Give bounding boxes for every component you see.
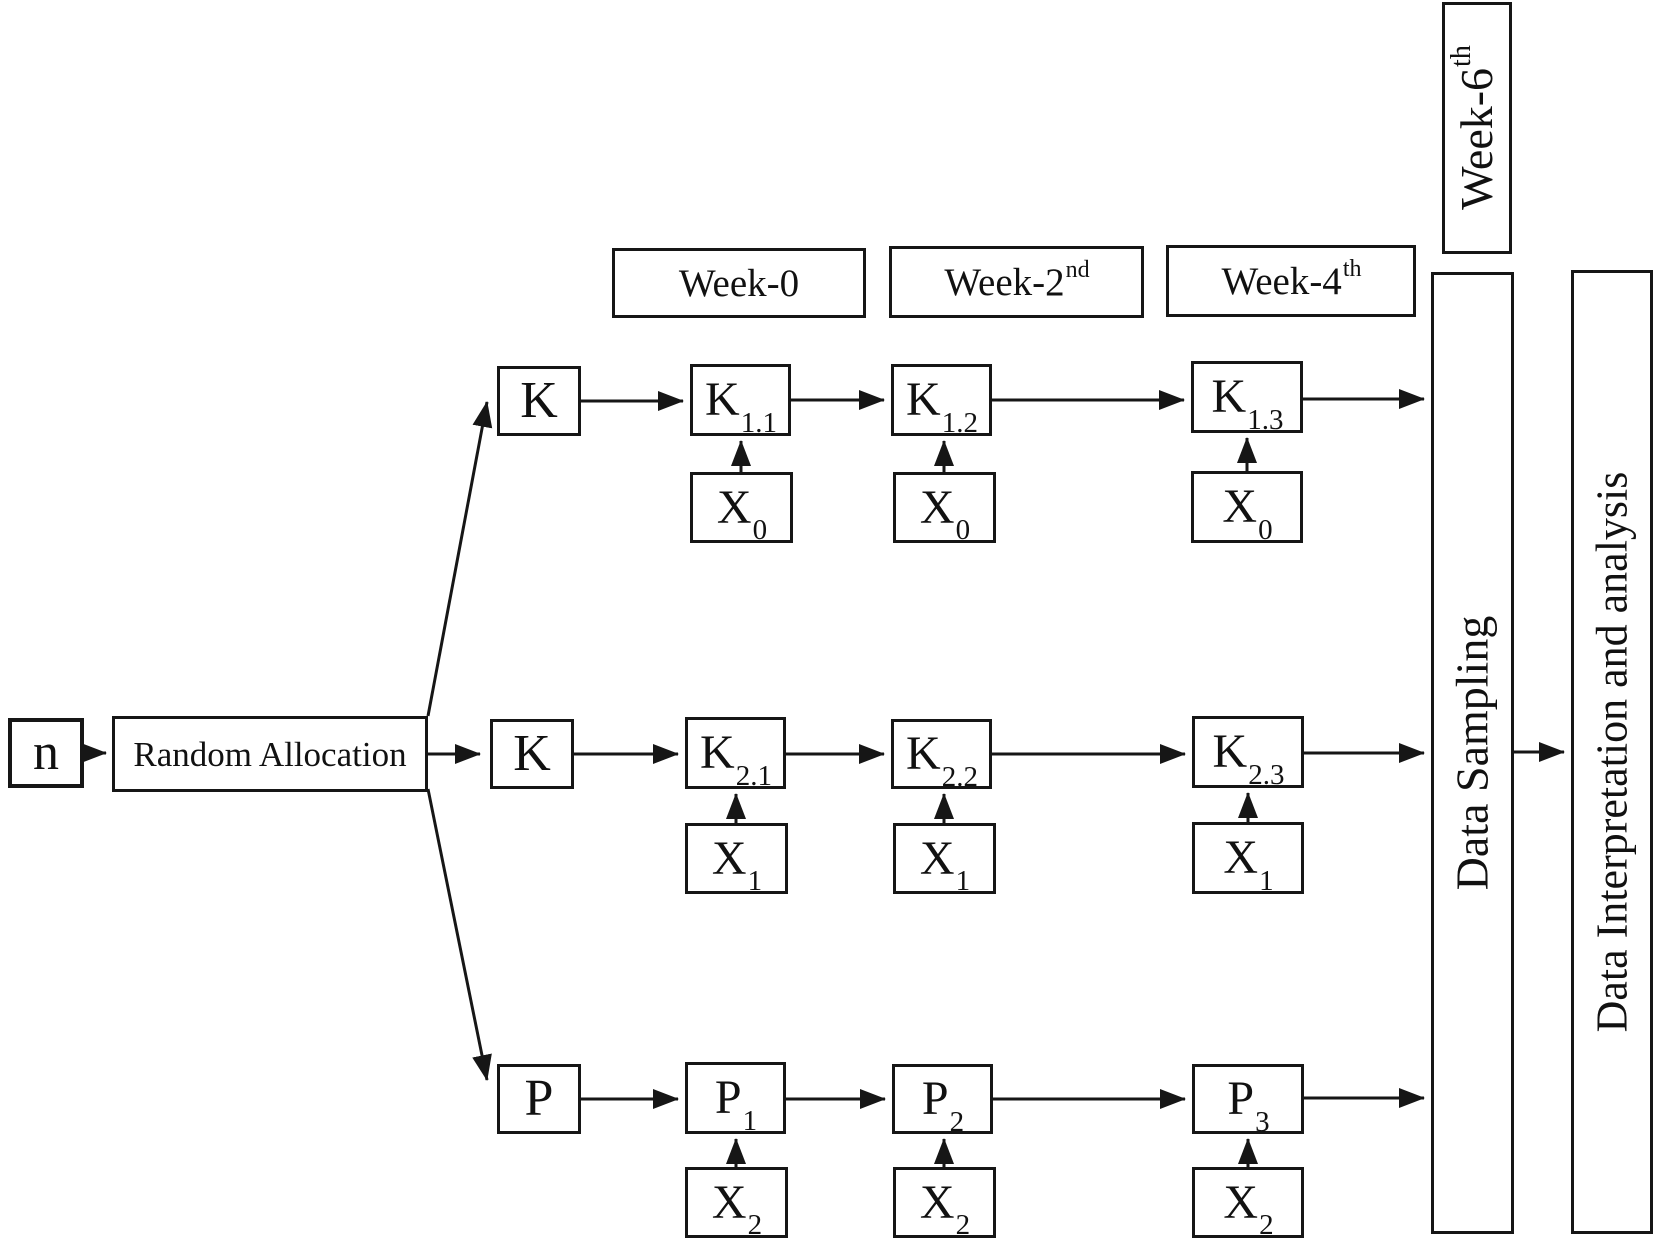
cell-k21: K2.1 (685, 717, 786, 792)
cell-k22: K2.2 (891, 719, 992, 793)
cell-x1-week0-label: X1 (711, 831, 763, 898)
cell-x0-week0-label: X0 (716, 480, 768, 547)
cell-k11-label: K1.1 (705, 373, 777, 439)
cell-p1-label: P1 (714, 1071, 758, 1137)
node-sample-n: n (8, 718, 84, 788)
cell-x1-week4-label: X1 (1223, 831, 1274, 897)
cell-k21-label: K2.1 (700, 726, 772, 792)
cell-x2-week0: X2 (685, 1167, 788, 1242)
cell-x1-week0: X1 (685, 823, 788, 898)
node-group-k1: K (497, 366, 581, 436)
arrow-branch-up-to-k1 (426, 401, 493, 717)
cell-x0-week0: X0 (690, 472, 793, 547)
cell-x2-week4-label: X2 (1223, 1175, 1274, 1242)
arrow-branch-down-to-p (426, 788, 492, 1081)
node-group-k1-label: K (520, 372, 558, 429)
cell-p3-label: P3 (1227, 1072, 1270, 1138)
cell-p3: P3 (1192, 1064, 1304, 1138)
header-week-2: Week-2nd (889, 246, 1144, 318)
header-week-6-label: Week-6th (1445, 45, 1503, 210)
cell-x0-week4-label: X0 (1222, 480, 1273, 546)
header-week-4-label: Week-4th (1221, 255, 1362, 303)
cell-x1-week2-label: X1 (919, 831, 971, 898)
header-week-4: Week-4th (1166, 245, 1416, 317)
node-random-allocation: Random Allocation (112, 716, 428, 792)
node-group-k2: K (490, 719, 574, 789)
cell-x2-week4: X2 (1192, 1167, 1304, 1242)
panel-data-interpretation-label: Data Interpretation and analysis (1587, 471, 1637, 1033)
node-sample-n-label: n (33, 724, 59, 781)
header-week-6: Week-6th (1442, 2, 1512, 254)
panel-data-sampling: Data Sampling (1431, 272, 1514, 1234)
cell-x0-week2-label: X0 (919, 480, 971, 547)
cell-k13-label: K1.3 (1211, 370, 1284, 436)
random-allocation-label: Random Allocation (133, 734, 407, 774)
header-week-4-ordinal: th (1342, 255, 1362, 282)
cell-x2-week0-label: X2 (711, 1175, 763, 1242)
node-group-k2-label: K (513, 725, 551, 782)
panel-data-interpretation: Data Interpretation and analysis (1571, 270, 1653, 1234)
cell-k23: K2.3 (1192, 716, 1304, 791)
cell-p2: P2 (892, 1064, 993, 1138)
node-group-p: P (497, 1064, 581, 1134)
node-group-p-label: P (524, 1070, 554, 1127)
cell-x0-week4: X0 (1191, 471, 1303, 546)
header-week-2-ordinal: nd (1065, 256, 1090, 283)
cell-x2-week2: X2 (893, 1167, 996, 1242)
cell-k22-label: K2.2 (906, 727, 978, 793)
cell-x0-week2: X0 (893, 472, 996, 547)
cell-k13: K1.3 (1191, 361, 1303, 436)
cell-p1: P1 (685, 1062, 786, 1137)
header-week-0-label: Week-0 (678, 261, 800, 305)
cell-p2-label: P2 (921, 1072, 965, 1138)
cell-x1-week2: X1 (893, 823, 996, 898)
header-week-0: Week-0 (612, 248, 866, 318)
header-week-6-ordinal: th (1445, 45, 1477, 67)
cell-x1-week4: X1 (1192, 822, 1304, 897)
cell-k12-label: K1.2 (906, 373, 978, 439)
cell-k23-label: K2.3 (1212, 725, 1285, 791)
panel-data-sampling-label: Data Sampling (1446, 615, 1498, 891)
cell-k11: K1.1 (690, 364, 791, 439)
cell-x2-week2-label: X2 (919, 1175, 971, 1242)
cell-k12: K1.2 (891, 364, 992, 439)
header-week-2-label: Week-2nd (944, 256, 1090, 304)
